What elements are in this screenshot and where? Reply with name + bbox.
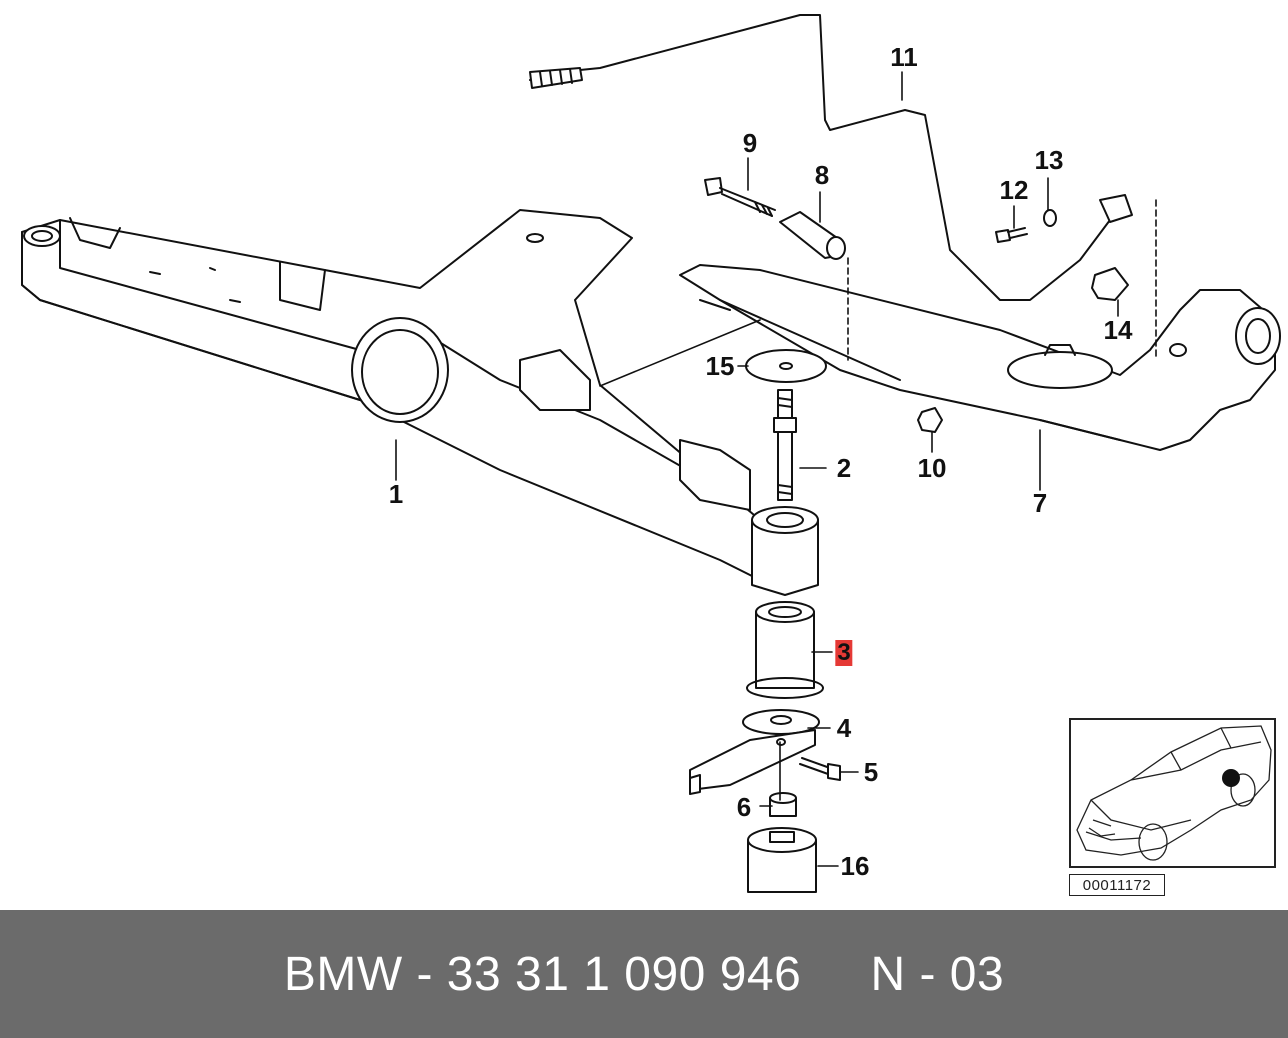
rubber-mount-part xyxy=(779,211,846,260)
vehicle-inset xyxy=(1069,718,1276,868)
nut-part-10 xyxy=(917,407,943,433)
axle-carrier-part xyxy=(21,209,781,581)
stud-bolt-part-2 xyxy=(773,389,797,501)
callout-14: 14 xyxy=(1103,315,1133,345)
callout-6: 6 xyxy=(736,792,752,822)
car-location-icon xyxy=(1076,725,1272,861)
bolt-part-5 xyxy=(799,757,841,781)
callout-12: 12 xyxy=(999,175,1029,205)
sensor-cable-part xyxy=(529,14,1133,301)
callout-7: 7 xyxy=(1032,488,1048,518)
leader-lines xyxy=(395,71,1157,867)
bolt-part-12 xyxy=(995,227,1028,243)
parts-diagram: 1 2 3 4 5 6 7 8 9 10 11 12 13 14 15 16 0… xyxy=(21,14,1281,896)
damper-block-part-16 xyxy=(747,827,817,893)
rubber-bushing-part-3 xyxy=(746,601,824,699)
callout-8: 8 xyxy=(814,160,830,190)
part-info-footer: BMW - 33 31 1 090 946 N - 03 xyxy=(0,910,1288,1038)
nut-part-6 xyxy=(769,792,797,817)
diagram-reference-number: 00011172 xyxy=(1069,874,1165,896)
trailing-arm-part xyxy=(679,264,1281,451)
carrier-mount-housing xyxy=(751,506,819,596)
bracket-part-4 xyxy=(689,709,820,795)
callout-9: 9 xyxy=(742,128,758,158)
callout-13: 13 xyxy=(1034,145,1064,175)
callout-1: 1 xyxy=(388,479,404,509)
callout-5: 5 xyxy=(863,757,879,787)
diagram-drawing xyxy=(21,14,1281,893)
washer-part-13 xyxy=(1043,209,1057,227)
callout-11: 11 xyxy=(890,42,918,72)
washer-part-15 xyxy=(745,349,827,383)
callout-4: 4 xyxy=(836,713,852,743)
clip-part-14 xyxy=(1091,267,1129,301)
bolt-part-9 xyxy=(704,177,776,217)
location-marker xyxy=(1222,769,1240,787)
callout-10: 10 xyxy=(917,453,947,483)
callout-16: 16 xyxy=(840,851,870,881)
callout-3: 3 xyxy=(835,639,853,666)
callout-2: 2 xyxy=(836,453,852,483)
part-number-label: BMW - 33 31 1 090 946 N - 03 xyxy=(283,947,1005,1001)
callout-15: 15 xyxy=(705,351,735,381)
